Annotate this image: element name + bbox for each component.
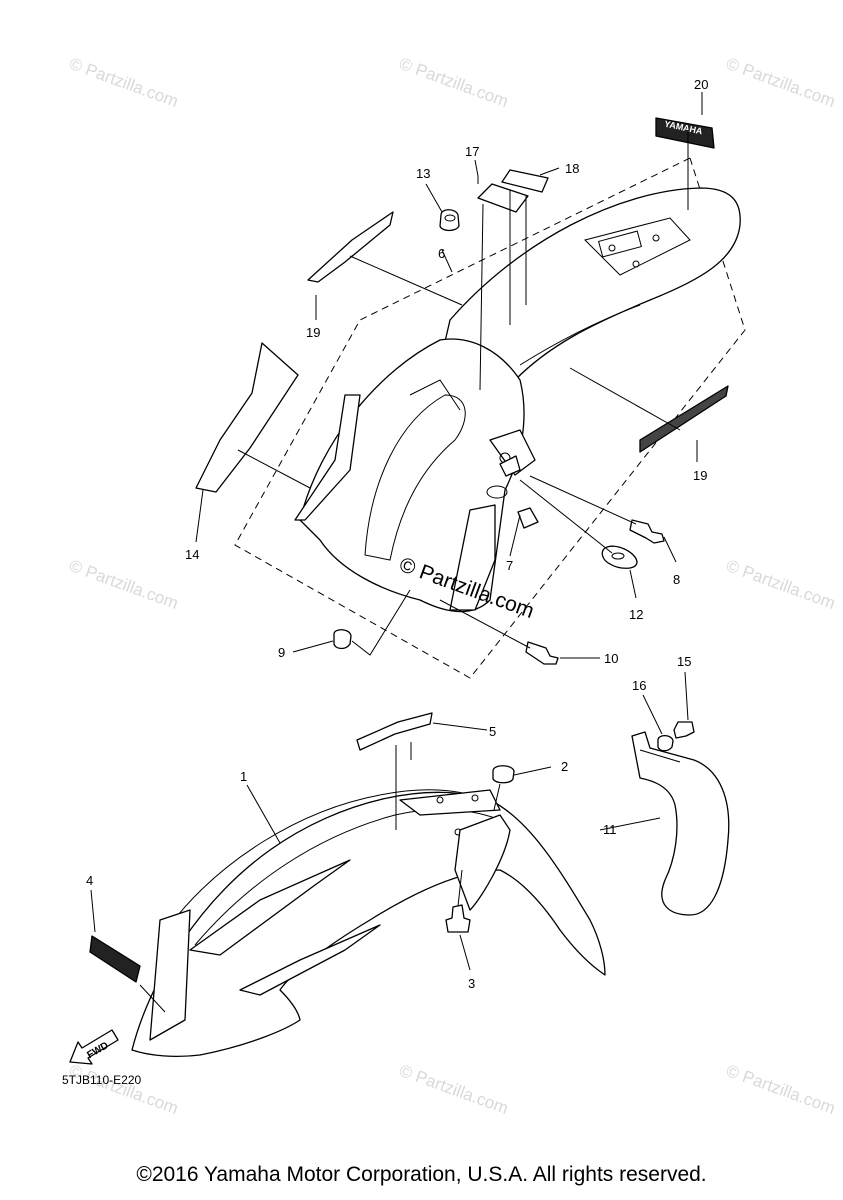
watermark: © Partzilla.com xyxy=(724,556,838,613)
callout-15: 15 xyxy=(677,654,691,669)
callout-17: 17 xyxy=(465,144,479,159)
nut-7b xyxy=(499,455,521,477)
callout-4: 4 xyxy=(86,873,93,888)
callout-labels: 1 2 3 4 5 6 7 8 9 10 11 12 13 14 15 16 1… xyxy=(86,77,708,991)
watermark: © Partzilla.com xyxy=(397,54,511,111)
washer-16 xyxy=(657,734,674,752)
callout-12: 12 xyxy=(629,607,643,622)
callout-9: 9 xyxy=(278,645,285,660)
front-fender xyxy=(131,789,606,1058)
callout-20: 20 xyxy=(694,77,708,92)
pad-18 xyxy=(501,169,549,193)
bolt-15 xyxy=(673,721,695,739)
watermark: © Partzilla.com xyxy=(67,556,181,613)
watermark: © Partzilla.com xyxy=(397,1061,511,1118)
assembly-boundary xyxy=(234,157,746,679)
damper-14 xyxy=(195,342,299,493)
decal-20 xyxy=(655,117,715,149)
decal-4 xyxy=(89,935,141,983)
callout-16: 16 xyxy=(632,678,646,693)
callout-8: 8 xyxy=(673,572,680,587)
callout-1: 1 xyxy=(240,769,247,784)
watermark: © Partzilla.com xyxy=(67,54,181,111)
callout-7: 7 xyxy=(506,558,513,573)
rear-fender xyxy=(294,187,741,613)
front-small-parts: YAMAHA FWD xyxy=(69,712,515,1065)
decal-19-right xyxy=(639,385,729,453)
decal-5 xyxy=(356,712,433,751)
callout-11: 11 xyxy=(603,822,617,837)
callout-2: 2 xyxy=(561,759,568,774)
callout-19-left: 19 xyxy=(306,325,320,340)
callout-10: 10 xyxy=(604,651,618,666)
callout-19-right: 19 xyxy=(693,468,707,483)
bolt-10 xyxy=(525,641,559,665)
leader-lines xyxy=(90,92,703,1013)
grommet-13 xyxy=(439,209,460,232)
watermark: © Partzilla.com xyxy=(724,54,838,111)
bolt-8 xyxy=(629,519,665,544)
callout-3: 3 xyxy=(468,976,475,991)
rear-small-parts: YAMAHA xyxy=(195,117,729,665)
watermark: © Partzilla.com xyxy=(67,1061,181,1118)
callout-6: 6 xyxy=(438,246,445,261)
decal-19-left xyxy=(307,211,394,283)
nut-2 xyxy=(492,765,515,784)
callout-14: 14 xyxy=(185,547,199,562)
callout-13: 13 xyxy=(416,166,430,181)
callout-5: 5 xyxy=(489,724,496,739)
bolt-3 xyxy=(445,904,471,933)
copyright-notice: ©2016 Yamaha Motor Corporation, U.S.A. A… xyxy=(136,1163,707,1186)
diagram-code: 5TJB110-E220 xyxy=(62,1073,142,1087)
fork-guard xyxy=(631,721,730,916)
pad-17 xyxy=(477,183,529,213)
washer-9 xyxy=(333,629,352,650)
fwd-arrow-icon: FWD xyxy=(69,1029,119,1065)
watermark: © Partzilla.com xyxy=(724,1061,838,1118)
nut-7 xyxy=(517,507,539,529)
callout-18: 18 xyxy=(565,161,579,176)
